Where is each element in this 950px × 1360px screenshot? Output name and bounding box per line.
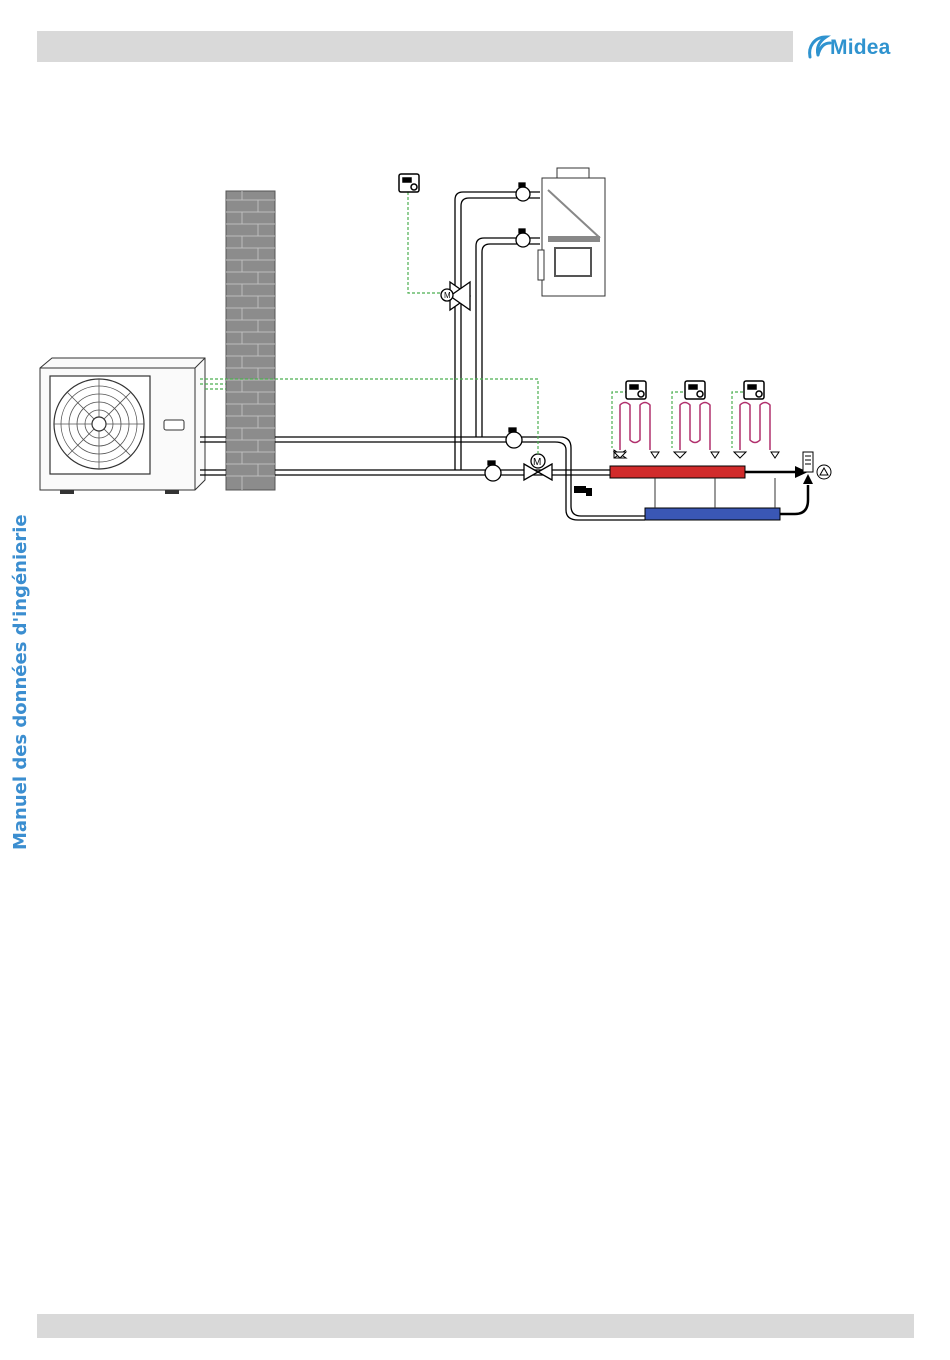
svg-text:M: M	[533, 457, 541, 468]
buffer-pump-icon	[795, 452, 831, 484]
zone-valve-icons	[614, 450, 779, 458]
return-manifold	[645, 508, 780, 520]
control-wires	[200, 192, 748, 454]
outdoor-unit	[40, 358, 205, 494]
fan-icon	[54, 379, 144, 469]
three-way-valve-icon: M	[441, 282, 470, 310]
manifold-links	[655, 478, 775, 508]
pump-icons	[485, 183, 530, 481]
fan-coil-unit	[538, 168, 605, 296]
hydraulic-schematic: M M	[0, 0, 950, 600]
brick-wall	[226, 191, 275, 490]
two-way-valve-icon: M	[524, 454, 552, 480]
svg-text:M: M	[444, 291, 451, 300]
floor-loops	[620, 403, 770, 451]
footer-bar	[37, 1314, 914, 1338]
supply-manifold	[610, 466, 745, 478]
drain-valve-icon	[574, 486, 592, 496]
